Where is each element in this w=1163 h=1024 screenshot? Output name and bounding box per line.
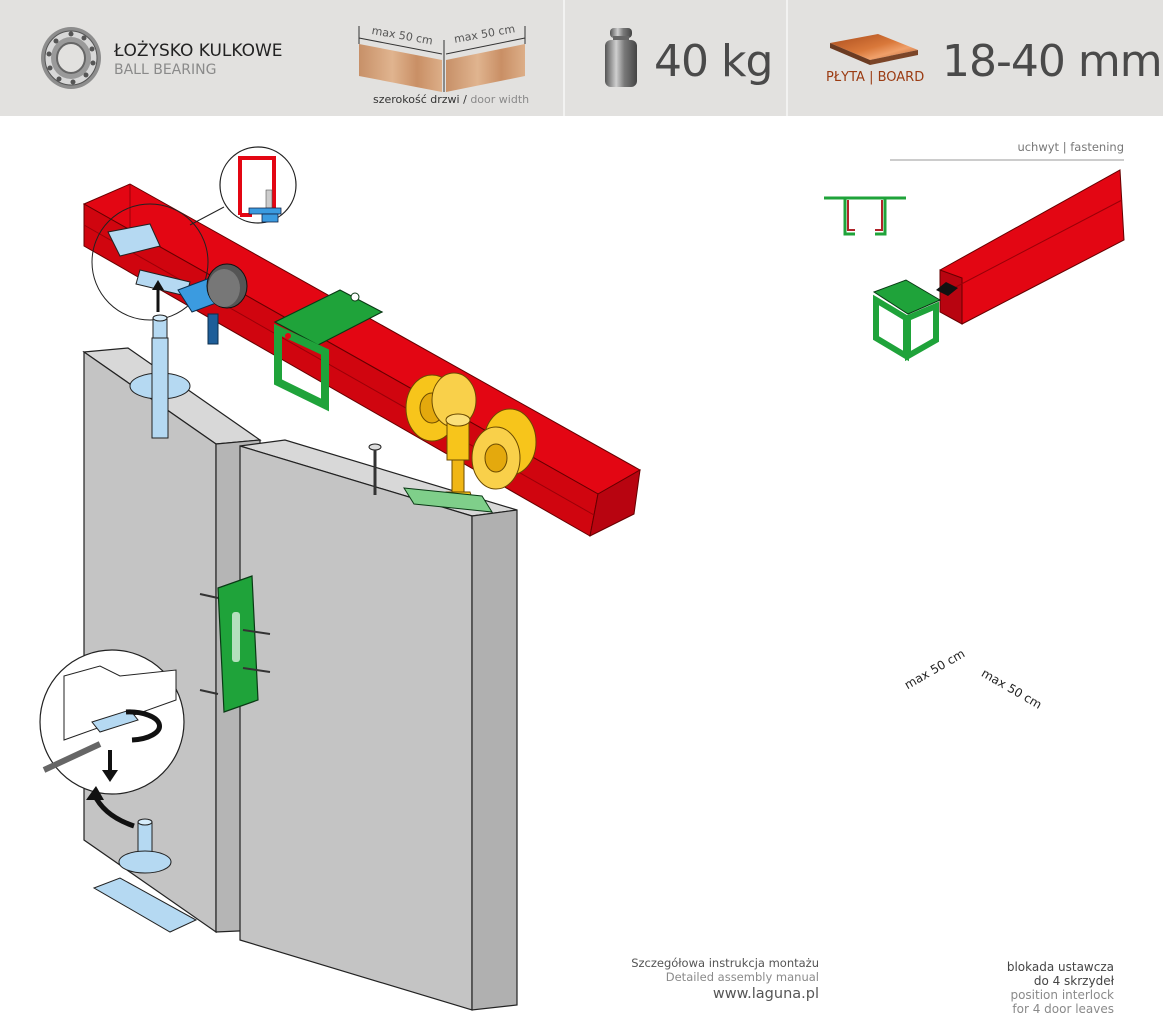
- bottom-pivot: [92, 818, 198, 933]
- manual-title-pl: Szczegółowa instrukcja montażu: [631, 956, 819, 970]
- interlock-line-4: for 4 door leaves: [1012, 1002, 1114, 1016]
- screw: [368, 443, 382, 495]
- ball-bearing-icon: [41, 27, 101, 89]
- header-divider: [563, 0, 565, 116]
- door-width-caption-pl: szerokość drzwi: [373, 93, 460, 106]
- interlock-line-2: do 4 skrzydeł: [1033, 974, 1114, 988]
- ceiling-bracket: [273, 289, 384, 412]
- rail-cross-section: [824, 196, 906, 236]
- manual-title-en: Detailed assembly manual: [665, 970, 819, 984]
- bearing-title-en: BALL BEARING: [114, 62, 217, 78]
- fastening-label-pl: uchwyt: [1017, 140, 1060, 154]
- board-thickness-value: 18-40 mm: [942, 36, 1163, 87]
- fastening-label-en: fastening: [1070, 140, 1124, 154]
- bearing-title-pl: ŁOŻYSKO KULKOWE: [114, 41, 283, 61]
- interlock-caption: blokada ustawcza do 4 skrzydeł position …: [990, 960, 1114, 1016]
- weight-value: 40 kg: [654, 36, 773, 87]
- door-width-caption-en: door width: [470, 93, 530, 106]
- website-link[interactable]: www.laguna.pl: [712, 986, 819, 1002]
- fastening-label-sep: |: [1062, 140, 1067, 154]
- rail-piece: [939, 169, 1125, 325]
- board-label: PŁYTA | BOARD: [826, 70, 924, 85]
- door-width-caption: szerokość drzwi / door width: [373, 93, 529, 106]
- spec-header: ŁOŻYSKO KULKOWE BALL BEARING max 50 cm m…: [0, 0, 1163, 116]
- fastening-label: uchwyt | fastening: [990, 140, 1124, 154]
- detail-circle-pivot-adjust: [39, 649, 185, 795]
- door-width-caption-sep: /: [463, 93, 467, 106]
- door-right: [239, 439, 518, 1011]
- trolley-wheels: [405, 372, 537, 505]
- end-stop: [107, 223, 248, 345]
- footer-manual: Szczegółowa instrukcja montażu Detailed …: [620, 956, 819, 1002]
- interlock-line-1: blokada ustawcza: [1006, 960, 1114, 974]
- insert-arrow-icon: [936, 282, 958, 296]
- board-label-sep: |: [869, 70, 874, 85]
- detail-circle-rail-section: [189, 146, 297, 226]
- board-label-en: BOARD: [877, 70, 925, 85]
- board-label-pl: PŁYTA: [826, 70, 865, 85]
- door-hinge: [199, 575, 271, 713]
- header-divider: [786, 0, 788, 116]
- board-icon: [830, 34, 918, 65]
- door-width-icon: [358, 26, 526, 92]
- bracket-piece: [872, 279, 942, 362]
- top-pivot-pin: [129, 314, 191, 439]
- weight-icon: [605, 28, 637, 87]
- mounting-plate: [403, 487, 493, 513]
- interlock-line-3: position interlock: [1010, 988, 1114, 1002]
